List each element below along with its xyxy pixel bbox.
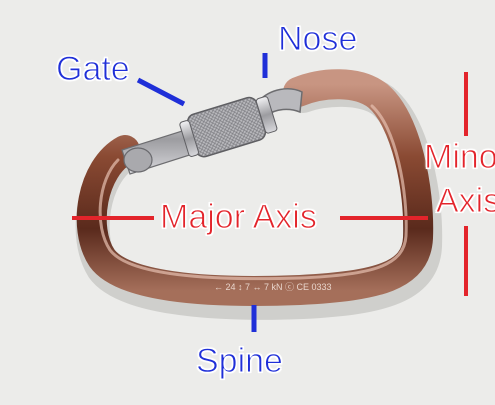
minor-axis-label-line2: Axis xyxy=(435,182,495,220)
gate-pointer-line xyxy=(136,77,186,107)
locking-sleeve xyxy=(179,96,278,158)
nose-label: Nose xyxy=(277,20,358,58)
gate-pin xyxy=(123,147,153,173)
minor-axis-label-line1: Minor xyxy=(423,138,495,176)
spine-engraving: ← 24 ↕ 7 ↔ 7 kN ⓒ CE 0333 xyxy=(214,282,332,292)
carabiner-highlight xyxy=(98,104,408,281)
major-axis-label: Major Axis xyxy=(160,198,318,236)
spine-label: Spine xyxy=(196,342,284,380)
gate-label: Gate xyxy=(56,50,131,88)
carabiner-body xyxy=(76,69,434,306)
